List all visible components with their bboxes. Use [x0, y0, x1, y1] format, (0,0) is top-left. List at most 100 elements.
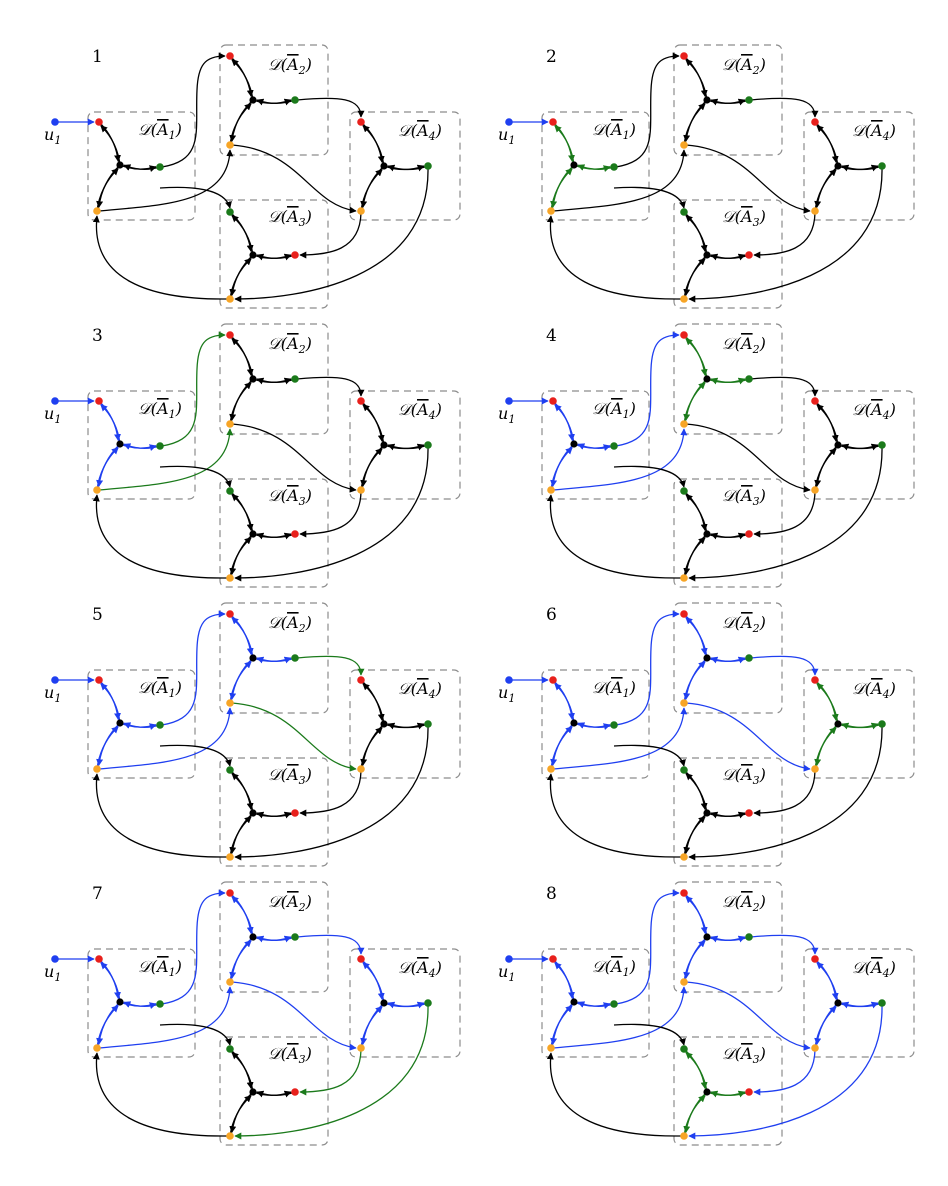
node-A1-red [549, 397, 557, 405]
node-A2-red [226, 52, 234, 60]
node-input [505, 955, 513, 963]
box-A3 [673, 757, 783, 867]
link-A3o_A1o [546, 215, 683, 300]
link-A2o_A4o [685, 423, 811, 493]
link-A2g_A4r [296, 934, 365, 955]
box-A4 [349, 390, 461, 500]
link-A1_A3 [613, 186, 686, 209]
edge-A1-1 [100, 683, 121, 724]
box-A4 [349, 669, 461, 779]
box-label-A1: 𝒟(A1) [592, 957, 636, 979]
link-A4g_A3o [688, 1004, 883, 1140]
node-A2-green [745, 375, 753, 383]
edge-A4-1 [362, 683, 385, 725]
edge-A3-2 [683, 1048, 708, 1090]
node-A3-red [291, 530, 299, 538]
box-A4 [803, 948, 915, 1058]
box-label-A1: 𝒟(A1) [592, 399, 636, 421]
node-A3-orange [680, 853, 688, 861]
link-A1o_A2o [552, 428, 688, 491]
edge-A1-1 [100, 962, 121, 1003]
edge-A2-1 [231, 338, 254, 380]
edge-A2-1 [685, 59, 708, 101]
edge-A4-0 [814, 958, 839, 1001]
node-A2-red [226, 331, 234, 339]
edge-A4-5 [360, 1002, 385, 1046]
node-A3-green [226, 208, 234, 216]
box-A3 [219, 199, 329, 309]
edge-A4-4 [814, 169, 837, 212]
panel-number: 5 [92, 605, 103, 625]
node-A4-center [834, 720, 842, 728]
edge-A2-4 [683, 382, 706, 425]
edge-A3-4 [683, 258, 706, 300]
edge-A3-2 [683, 490, 708, 532]
link-A2o_A4o [685, 144, 811, 214]
edge-A4-0 [360, 679, 385, 722]
edge-A4-1 [816, 683, 839, 725]
node-input [505, 397, 513, 405]
edge-A3-5 [229, 1091, 254, 1134]
panel-2: 2𝒟(A1)𝒟(A2)𝒟(A3)𝒟(A4)u1 [498, 44, 915, 309]
link-A1g_A2r [615, 889, 680, 1005]
box-A4 [349, 111, 461, 221]
box-A1 [87, 948, 196, 1058]
node-A2-center [249, 96, 257, 104]
node-A4-center [380, 720, 388, 728]
node-A2-red [226, 889, 234, 897]
node-A4-red [357, 676, 365, 684]
edge-A4-5 [814, 444, 839, 488]
node-A1-center [570, 161, 578, 169]
box-label-A3: 𝒟(A3) [722, 486, 766, 508]
node-A2-orange [680, 978, 688, 986]
box-label-A3: 𝒟(A3) [722, 1044, 766, 1066]
panel-6: 6𝒟(A1)𝒟(A2)𝒟(A3)𝒟(A4)u1 [498, 602, 915, 867]
node-A3-green [226, 487, 234, 495]
box-A3 [219, 1036, 329, 1146]
box-label-A1: 𝒟(A1) [138, 957, 182, 979]
node-A1-green [610, 163, 618, 171]
edge-A3-5 [229, 533, 254, 576]
link-A4g_A3o [688, 167, 883, 303]
box-A3 [673, 199, 783, 309]
node-A2-center [703, 96, 711, 104]
node-A4-green [878, 162, 886, 170]
edge-A1-4 [550, 1005, 573, 1049]
link-A4o_A3r [299, 212, 362, 259]
edge-A4-0 [360, 400, 385, 443]
edge-A1-0 [98, 400, 121, 442]
node-A1-red [549, 955, 557, 963]
box-label-A3: 𝒟(A3) [722, 765, 766, 787]
node-A3-orange [226, 853, 234, 861]
link-A4o_A3r [753, 1049, 816, 1096]
edge-A4-5 [360, 723, 385, 767]
node-A4-green [878, 999, 886, 1007]
node-A4-red [357, 955, 365, 963]
node-A1-orange [547, 1044, 555, 1052]
box-A2 [673, 881, 783, 993]
node-A3-orange [226, 574, 234, 582]
node-A1-green [610, 1000, 618, 1008]
link-A1g_A2r [161, 331, 226, 447]
edge-A4-4 [814, 448, 837, 491]
link-A1_A3 [613, 1023, 686, 1046]
node-A1-green [156, 163, 164, 171]
node-input [51, 118, 59, 126]
box-label-A2: 𝒟(A2) [722, 55, 766, 77]
panels-layer: 1𝒟(A1)𝒟(A2)𝒟(A3)𝒟(A4)u12𝒟(A1)𝒟(A2)𝒟(A3)𝒟… [44, 44, 915, 1146]
node-A2-center [703, 933, 711, 941]
node-A4-center [380, 999, 388, 1007]
box-label-A4: 𝒟(A4) [398, 958, 442, 980]
edge-A3-2 [229, 490, 254, 532]
node-A3-orange [680, 1132, 688, 1140]
node-A2-center [249, 933, 257, 941]
link-A1_A3 [613, 465, 686, 488]
node-A1-orange [93, 765, 101, 773]
link-A4g_A3o [234, 725, 429, 861]
edge-A4-1 [816, 962, 839, 1004]
node-A3-orange [680, 574, 688, 582]
box-A4 [803, 111, 915, 221]
node-A4-center [380, 441, 388, 449]
edge-A2-4 [229, 382, 252, 425]
box-label-A3: 𝒟(A3) [268, 1044, 312, 1066]
